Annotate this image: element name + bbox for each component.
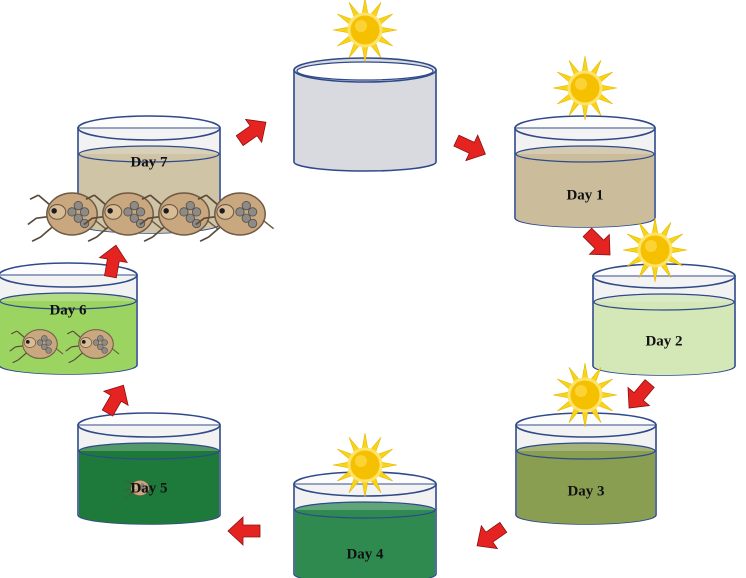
dish-body bbox=[293, 69, 437, 172]
water-fill bbox=[516, 154, 654, 227]
water-fill bbox=[295, 510, 435, 578]
dish-day5 bbox=[77, 412, 221, 525]
sun-icon bbox=[622, 217, 688, 283]
water-fill bbox=[517, 451, 655, 524]
water-surface bbox=[294, 501, 436, 519]
daphnia-icon bbox=[65, 329, 120, 364]
water-surface bbox=[78, 442, 220, 460]
dish-rim bbox=[77, 115, 221, 141]
daphnia-icon bbox=[195, 192, 275, 243]
red-arrow-icon bbox=[227, 516, 261, 546]
red-arrow-icon bbox=[582, 227, 611, 256]
red-arrow-icon bbox=[627, 379, 655, 409]
sun-icon bbox=[332, 432, 398, 498]
dish-day1 bbox=[514, 115, 656, 228]
sun-icon bbox=[332, 0, 398, 63]
dish-start bbox=[293, 57, 437, 172]
water-surface bbox=[0, 292, 137, 310]
sun-icon bbox=[552, 362, 618, 428]
red-arrow-icon bbox=[453, 134, 486, 162]
dish-inner-rim bbox=[296, 61, 434, 81]
water-surface bbox=[593, 293, 735, 311]
water-fill bbox=[0, 301, 136, 374]
daphnia-icon bbox=[9, 329, 64, 364]
water-surface bbox=[515, 145, 655, 163]
sun-icon bbox=[552, 55, 618, 121]
dish-rim bbox=[0, 262, 138, 288]
water-surface bbox=[78, 145, 220, 163]
dish-day2 bbox=[592, 263, 736, 376]
dish-day3 bbox=[515, 412, 657, 525]
water-fill bbox=[594, 302, 734, 375]
red-arrow-icon bbox=[98, 244, 128, 279]
red-arrow-icon bbox=[235, 118, 267, 147]
dish-rim bbox=[77, 412, 221, 438]
red-arrow-icon bbox=[101, 384, 129, 417]
daphnia-icon bbox=[123, 480, 153, 499]
water-surface bbox=[516, 442, 656, 460]
red-arrow-icon bbox=[476, 521, 508, 550]
